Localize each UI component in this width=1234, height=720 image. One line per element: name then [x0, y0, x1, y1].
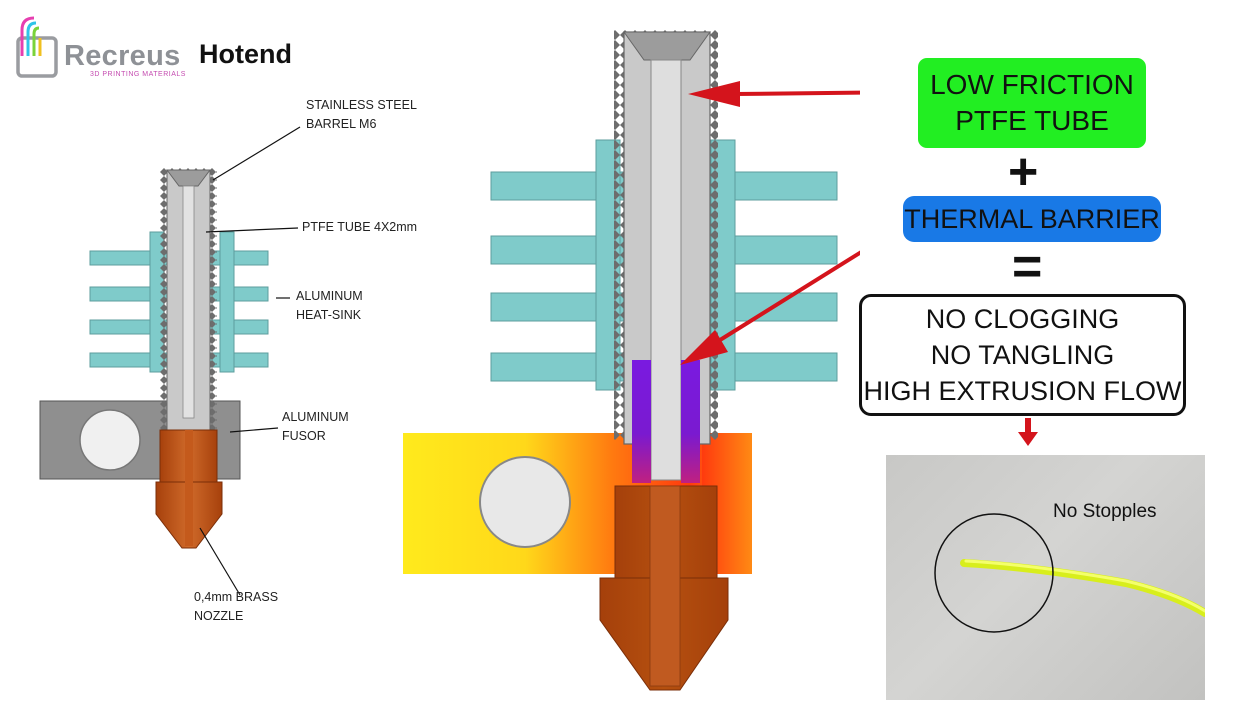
arrow-to-ptfe	[688, 81, 860, 107]
filament-photo: No Stopples	[886, 455, 1205, 700]
brand-tagline: 3D PRINTING MATERIALS	[90, 71, 186, 78]
equals-sign: =	[1012, 238, 1043, 296]
recreus-logo-icon	[16, 16, 58, 78]
product-title: Hotend	[199, 39, 292, 69]
result-box: NO CLOGGING NO TANGLING HIGH EXTRUSION F…	[859, 294, 1186, 416]
arrow-to-barrier	[680, 250, 860, 365]
barrel-large	[614, 30, 718, 483]
leader-lines-small	[199, 126, 301, 596]
nozzle-large	[599, 485, 729, 691]
photo-caption: No Stopples	[1053, 501, 1157, 522]
highlight-circle	[934, 513, 1054, 633]
barrel-small	[160, 168, 217, 433]
brand-name: Recreus	[64, 40, 181, 72]
plus-sign: +	[1008, 143, 1039, 201]
filament-strand-image	[934, 513, 1205, 633]
nozzle-small	[155, 429, 223, 549]
thermal-barrier-left	[632, 360, 651, 483]
thermal-barrier-box: THERMAL BARRIER	[903, 196, 1161, 242]
thermal-barrier-right	[681, 360, 700, 483]
label-ptfe-tube: PTFE TUBE 4X2mm	[302, 220, 418, 234]
hotend-cross-section-large	[403, 30, 860, 691]
down-arrow-icon	[1018, 418, 1038, 446]
hotend-cross-section-small	[39, 126, 301, 596]
